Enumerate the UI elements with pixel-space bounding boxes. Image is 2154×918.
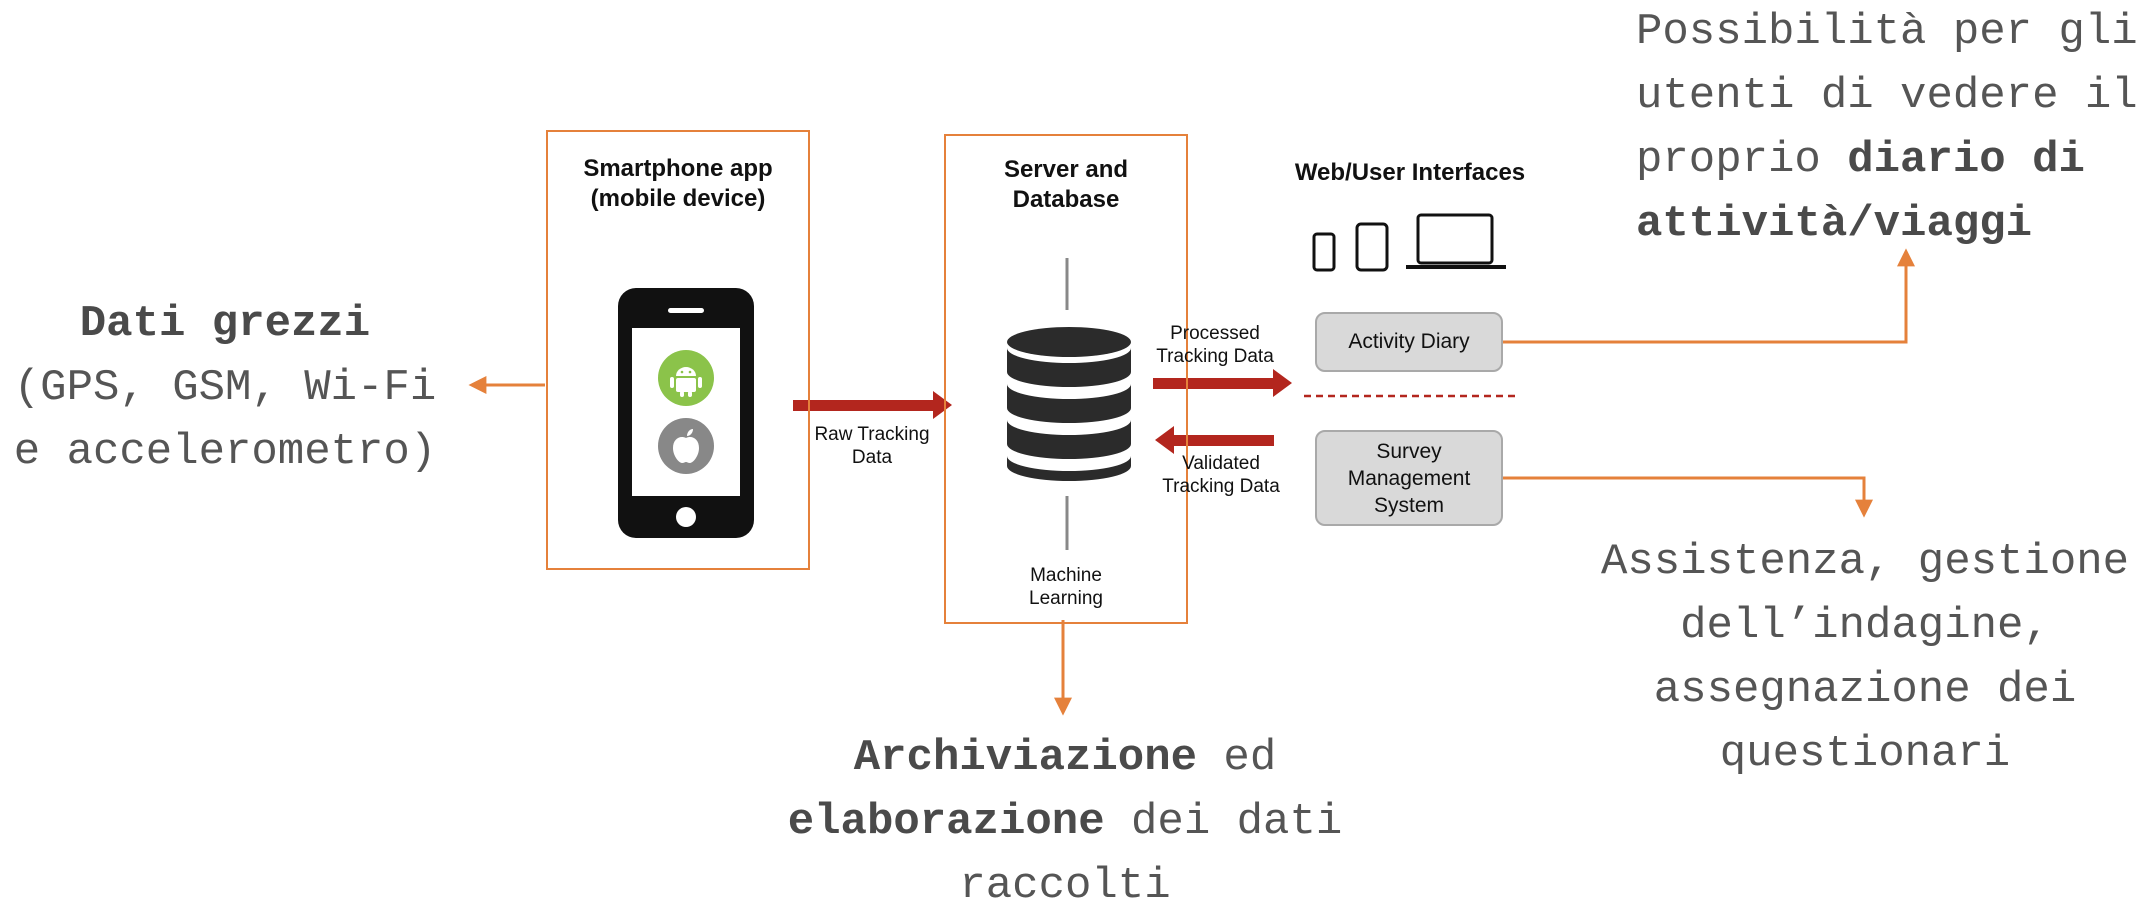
apple-icon [658, 418, 714, 474]
raw-tracking-arrow [793, 391, 952, 419]
raw-data-line2: (GPS, GSM, Wi-Fi [13, 363, 437, 413]
validated-arrow [1155, 426, 1274, 454]
raw-data-annotation: Dati grezzi (GPS, GSM, Wi-Fi e accelerom… [0, 292, 450, 484]
processed-label: Processed Tracking Data [1156, 323, 1274, 367]
activity-diary-button[interactable]: Activity Diary [1315, 312, 1503, 372]
phone-icon [618, 288, 754, 538]
validated-label: Validated Tracking Data [1162, 453, 1280, 497]
survey-management-button[interactable]: Survey Management System [1315, 430, 1503, 526]
small-phone-icon [1312, 232, 1336, 272]
processed-arrow [1153, 369, 1292, 397]
smartphone-panel: Smartphone app (mobile device) [546, 130, 810, 570]
raw-data-line3: e accelerometro) [13, 427, 437, 477]
raw-data-title: Dati grezzi [79, 299, 371, 349]
android-icon [658, 350, 714, 406]
tablet-icon [1355, 222, 1389, 272]
server-panel: Server and Database Machine Learning [944, 134, 1188, 624]
database-icon [1006, 326, 1132, 491]
diary-connector [1500, 248, 1915, 344]
survey-connector [1500, 476, 1873, 518]
storage-annotation: Archiviazione ed elaborazione dei dati r… [787, 733, 1343, 911]
raw-tracking-label: Raw Tracking Data [814, 424, 930, 468]
survey-annotation: Assistenza, gestione dell’indagine, asse… [1600, 537, 2130, 779]
diary-view-annotation: Possibilità per gli utenti di vedere il … [1636, 7, 2138, 249]
smartphone-title: Smartphone app (mobile device) [583, 155, 773, 212]
server-title: Server and Database [1003, 156, 1129, 213]
devices-group [1310, 212, 1510, 279]
laptop-icon [1406, 213, 1506, 269]
machine-learning-label: Machine Learning [1029, 565, 1103, 609]
web-interfaces-title: Web/User Interfaces [1294, 159, 1526, 186]
